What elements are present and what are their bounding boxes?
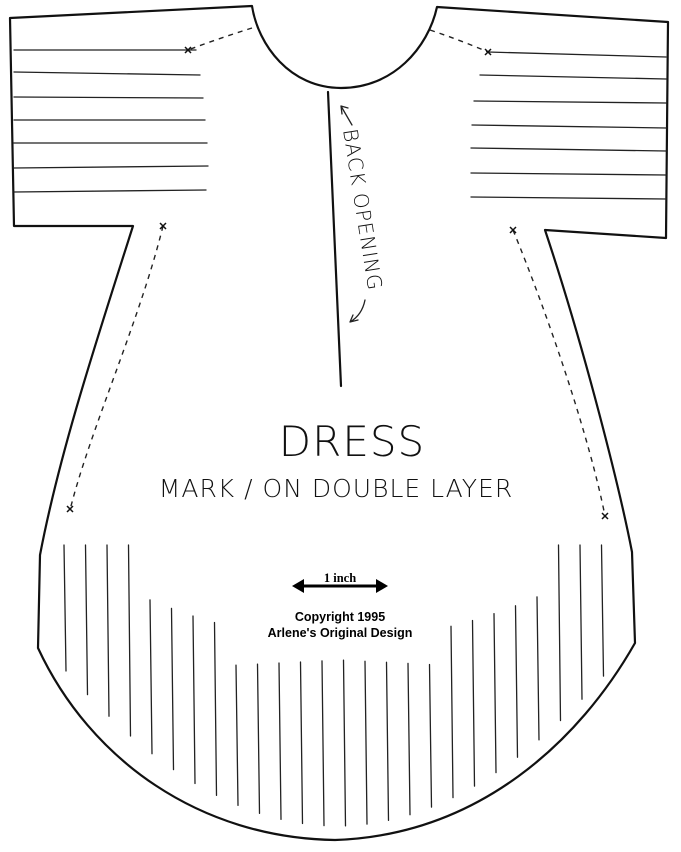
hem-line xyxy=(493,612,497,774)
hem-line xyxy=(149,599,153,755)
back-opening-line xyxy=(326,90,343,388)
hem-line xyxy=(278,662,282,821)
dress-outline xyxy=(8,4,670,842)
hem-line xyxy=(213,621,218,796)
designer-text: Arlene's Original Design xyxy=(268,626,413,640)
copyright-text: Copyright 1995 xyxy=(295,610,385,624)
hem-line xyxy=(579,544,583,700)
pattern-instruction: MARK / ON DOUBLE LAYER xyxy=(159,474,513,503)
scale-indicator xyxy=(292,579,388,593)
hem-line xyxy=(428,663,433,808)
hem-line xyxy=(342,659,347,827)
hem-line xyxy=(536,596,540,741)
hem-line xyxy=(407,662,411,816)
hem-line xyxy=(170,607,175,771)
hem-line xyxy=(106,544,110,717)
hem-line xyxy=(450,625,454,799)
hem-line xyxy=(256,663,261,814)
back-opening-arrow-top xyxy=(340,105,353,126)
hem-line xyxy=(192,615,196,785)
hem-line xyxy=(557,544,562,722)
hem-line xyxy=(235,664,239,806)
left-shoulder-seam xyxy=(187,27,253,51)
hem-line xyxy=(63,544,67,672)
hem-line xyxy=(385,661,390,822)
hem-line xyxy=(299,661,304,825)
right-shoulder-seam xyxy=(429,29,489,53)
left-sleeve-lines xyxy=(13,49,209,193)
back-opening-arrow-bottom xyxy=(349,299,366,323)
seam-marks xyxy=(66,46,609,520)
hem-line xyxy=(471,619,476,787)
hem-line xyxy=(364,660,368,825)
hem-line xyxy=(127,544,132,737)
scale-label: 1 inch xyxy=(324,571,356,585)
hem-lines xyxy=(63,544,605,827)
hem-line xyxy=(84,544,89,696)
left-side-seam xyxy=(69,225,164,511)
back-opening-label: BACK OPENING xyxy=(338,127,387,292)
hem-line xyxy=(600,544,605,677)
hem-line xyxy=(321,660,325,827)
pattern-title: DRESS xyxy=(279,417,425,466)
hem-line xyxy=(514,605,519,758)
right-sleeve-lines xyxy=(470,51,667,200)
